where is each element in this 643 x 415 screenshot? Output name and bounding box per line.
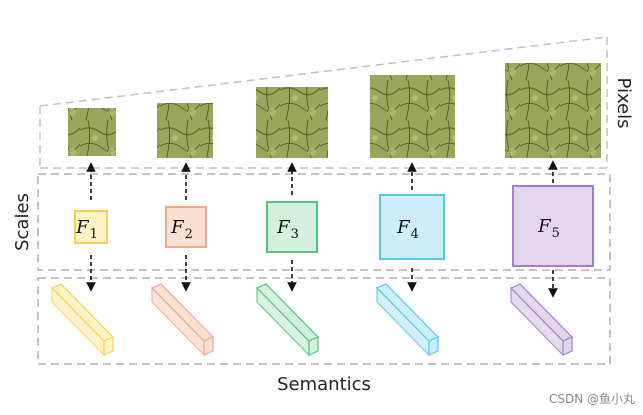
semantics-frame bbox=[37, 277, 611, 365]
feature-subscript-4: 4 bbox=[411, 227, 419, 242]
feature-box-4 bbox=[379, 194, 445, 260]
semantic-prism-2 bbox=[150, 283, 215, 357]
feature-box-1 bbox=[74, 210, 108, 244]
feature-box-2 bbox=[165, 206, 207, 248]
up-arrows bbox=[86, 160, 558, 200]
feature-letter-3: F bbox=[276, 217, 291, 238]
leaf-image-2 bbox=[157, 103, 213, 158]
semantic-prism-3 bbox=[255, 283, 320, 357]
feature-subscript-1: 1 bbox=[90, 227, 98, 242]
feature-box-3 bbox=[266, 201, 318, 253]
leaf-image-4 bbox=[370, 75, 455, 158]
feature-label-3: F3 bbox=[276, 217, 299, 242]
feature-subscript-5: 5 bbox=[552, 226, 560, 241]
pixels-label: Pixels bbox=[613, 77, 634, 128]
leaf-image-1 bbox=[68, 108, 116, 156]
feature-label-5: F5 bbox=[537, 216, 560, 241]
pixel-images bbox=[68, 63, 601, 158]
watermark: CSDN @鱼小丸 bbox=[548, 392, 635, 406]
semantic-prism-4 bbox=[375, 283, 440, 357]
feature-box-5 bbox=[512, 185, 594, 267]
feature-subscript-2: 2 bbox=[185, 227, 193, 242]
feature-label-2: F2 bbox=[170, 217, 193, 242]
down-arrows bbox=[86, 255, 558, 298]
feature-label-4: F4 bbox=[396, 217, 419, 242]
feature-letter-2: F bbox=[170, 217, 185, 238]
feature-letter-4: F bbox=[396, 217, 411, 238]
feature-subscript-3: 3 bbox=[291, 227, 299, 242]
semantic-prisms bbox=[50, 283, 574, 357]
pixels-frame bbox=[39, 36, 608, 169]
semantic-prism-1 bbox=[50, 283, 115, 357]
scales-label: Scales bbox=[12, 193, 33, 251]
semantics-label: Semantics bbox=[277, 374, 371, 395]
feature-label-1: F1 bbox=[75, 217, 98, 242]
feature-letter-5: F bbox=[537, 216, 552, 237]
semantic-prism-5 bbox=[509, 283, 574, 357]
feature-letter-1: F bbox=[75, 217, 90, 238]
scales-frame bbox=[37, 173, 611, 271]
leaf-image-5 bbox=[505, 63, 601, 158]
leaf-image-3 bbox=[256, 87, 328, 158]
